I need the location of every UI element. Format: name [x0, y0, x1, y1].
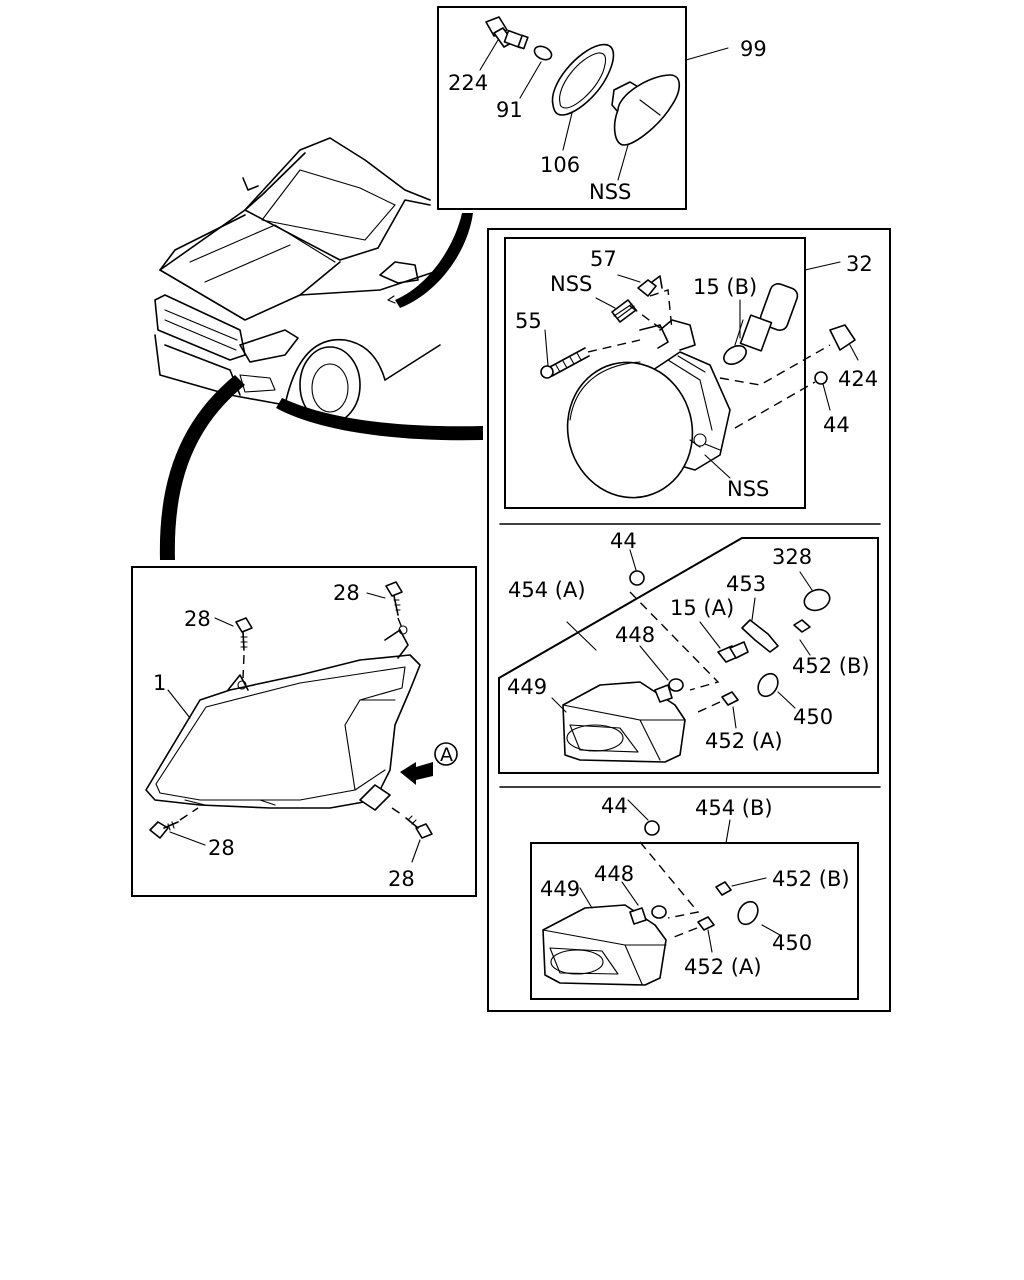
view-a-indicator: A [400, 742, 458, 785]
callout-15a: 15 (A) [670, 596, 734, 620]
nut-44-fog [734, 371, 828, 429]
gasket-448-a [668, 678, 684, 692]
socket-15a [717, 641, 749, 663]
callout-452b-a: 452 (B) [792, 654, 870, 678]
callout-449-a: 449 [507, 675, 547, 699]
callout-28-bottom-left: 28 [208, 836, 235, 860]
bulb-450-b [737, 900, 759, 926]
callout-454b: 454 (B) [695, 796, 773, 820]
screw-452b-a [793, 619, 811, 633]
callout-55: 55 [515, 309, 542, 333]
callout-450-b: 450 [772, 931, 812, 955]
headlamp-assembly: A 28 28 1 28 28 [131, 566, 477, 897]
callout-448-a: 448 [615, 623, 655, 647]
callout-224: 224 [448, 71, 488, 95]
callout-452a-b: 452 (A) [684, 955, 762, 979]
callout-91: 91 [496, 98, 523, 122]
fog-lamp-assembly: 32 [504, 237, 878, 509]
swoosh-to-side-marker [395, 213, 473, 308]
callout-nss-side-marker: NSS [589, 180, 631, 204]
callout-448-b: 448 [594, 862, 634, 886]
callout-57: 57 [590, 247, 617, 271]
plug-424 [719, 324, 856, 386]
callout-450-a: 450 [793, 705, 833, 729]
callout-nss-foglamp: NSS [727, 477, 769, 501]
callout-28-top: 28 [333, 581, 360, 605]
socket-224 [485, 16, 529, 50]
swoosh-to-foglamp [276, 398, 483, 441]
view-a-circle-icon [434, 742, 458, 766]
turn-lamp-b-assembly: 44 454 (B) 449 448 452 (B) 450 452 (A) [530, 794, 859, 1000]
callout-32: 32 [846, 252, 873, 276]
callout-44-b: 44 [601, 794, 628, 818]
callout-453: 453 [726, 572, 766, 596]
fog-lamp-body [566, 319, 731, 499]
side-marker-box: 99 224 91 106 NSS [437, 6, 767, 210]
bolt-28-left [214, 617, 253, 679]
callout-15b: 15 (B) [693, 275, 757, 299]
callout-99: 99 [740, 37, 767, 61]
callout-44-fog: 44 [823, 413, 850, 437]
callout-449-b: 449 [540, 877, 580, 901]
lamp-housing-b [542, 904, 667, 986]
screw-55 [540, 339, 641, 379]
callout-328: 328 [772, 545, 812, 569]
lamp-housing-a [562, 681, 686, 763]
nss-bolt [611, 299, 661, 329]
gasket-106 [551, 43, 615, 116]
screw-452a-b [697, 916, 715, 931]
leader-swooshes [159, 213, 483, 560]
callout-454a: 454 (A) [508, 578, 586, 602]
nut-44-b [644, 820, 660, 836]
screw-452b-b [715, 881, 732, 896]
callout-424: 424 [838, 367, 878, 391]
bolt-28-top [366, 581, 403, 629]
callout-28-bottom-right: 28 [388, 867, 415, 891]
bulb-91 [533, 45, 553, 61]
callout-106: 106 [540, 153, 580, 177]
callout-44-a: 44 [610, 529, 637, 553]
screw-452a-a [721, 691, 739, 706]
callout-452b-b: 452 (B) [772, 867, 850, 891]
callout-452a-a: 452 (A) [705, 729, 783, 753]
turn-lamp-a-assembly: 44 454 (A) 328 453 15 (A) 448 452 (B) 44… [498, 529, 879, 774]
nut-44-a [629, 570, 645, 586]
view-a-label: A [440, 744, 453, 766]
cap-328 [803, 588, 831, 612]
bulb-15b [723, 282, 799, 365]
bolt-28-bottom-left [149, 807, 206, 846]
callout-1: 1 [153, 671, 166, 695]
headlamp-1 [145, 625, 421, 811]
view-a-arrow-icon [400, 762, 433, 785]
fog-lamp-group-box [487, 228, 891, 1012]
side-marker-lens [611, 74, 681, 146]
callout-nss-bolt: NSS [550, 272, 592, 296]
bulb-450-a [757, 672, 779, 698]
callout-28-left: 28 [184, 607, 211, 631]
vehicle-sketch [154, 137, 441, 424]
gasket-448-b [651, 905, 667, 919]
clip-57 [637, 275, 673, 331]
swoosh-to-headlamp [159, 375, 245, 560]
bolt-28-bottom-right [391, 807, 433, 863]
bracket-453 [741, 619, 779, 653]
